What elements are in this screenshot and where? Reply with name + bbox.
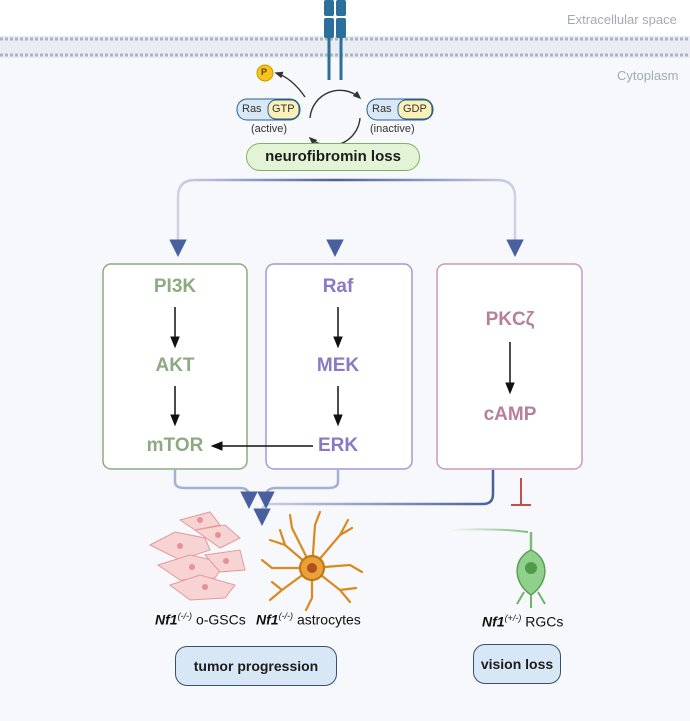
phosphate-icon (256, 64, 274, 82)
mapk-pathway-box (265, 263, 413, 470)
receptor-icon (324, 0, 346, 80)
inhibition-symbol (511, 478, 531, 506)
extracellular-label: Extracellular space (567, 12, 677, 27)
tumor-progression-pill: tumor progression (175, 646, 337, 686)
astrocyte-illustration (260, 510, 364, 612)
pathway-arrows (170, 307, 515, 451)
ras-active-label: (active) (251, 123, 288, 135)
astrocytes-label: Nf1(-/-) astrocytes (256, 611, 361, 628)
ras-active-ras: Ras (242, 103, 262, 115)
rgcs-label: Nf1(+/-) RGCs (482, 613, 564, 630)
output-connectors (173, 470, 495, 526)
erk-node: ERK (317, 435, 359, 456)
ras-inactive-gdp: GDP (403, 103, 427, 115)
mtor-node: mTOR (146, 435, 204, 456)
cell-membrane (0, 36, 690, 58)
ras-inactive-ras: Ras (372, 103, 392, 115)
mek-node: MEK (316, 355, 360, 376)
pkc-zeta-node: PKCζ (485, 309, 535, 330)
ras-inactive-label: (inactive) (370, 123, 415, 135)
gscs-label: Nf1(-/-) o-GSCs (155, 611, 246, 628)
ras-active-badge (236, 98, 301, 121)
ras-active-gtp: GTP (272, 103, 295, 115)
vision-loss-pill: vision loss (473, 644, 561, 684)
ras-inactive-badge (366, 98, 434, 121)
cytoplasm-label: Cytoplasm (617, 68, 679, 83)
raf-node: Raf (322, 276, 354, 297)
trigger-connectors (169, 178, 524, 257)
neurofibromin-loss-pill: neurofibromin loss (246, 143, 420, 171)
phosphate-label: P (261, 67, 268, 77)
pi3k-node: PI3K (153, 276, 197, 297)
glioma-stem-cells-illustration (148, 511, 246, 601)
akt-node: AKT (155, 355, 195, 376)
pi3k-pathway-box (102, 263, 248, 470)
retinal-ganglion-cell-illustration (449, 528, 546, 608)
camp-node: cAMP (483, 404, 537, 425)
